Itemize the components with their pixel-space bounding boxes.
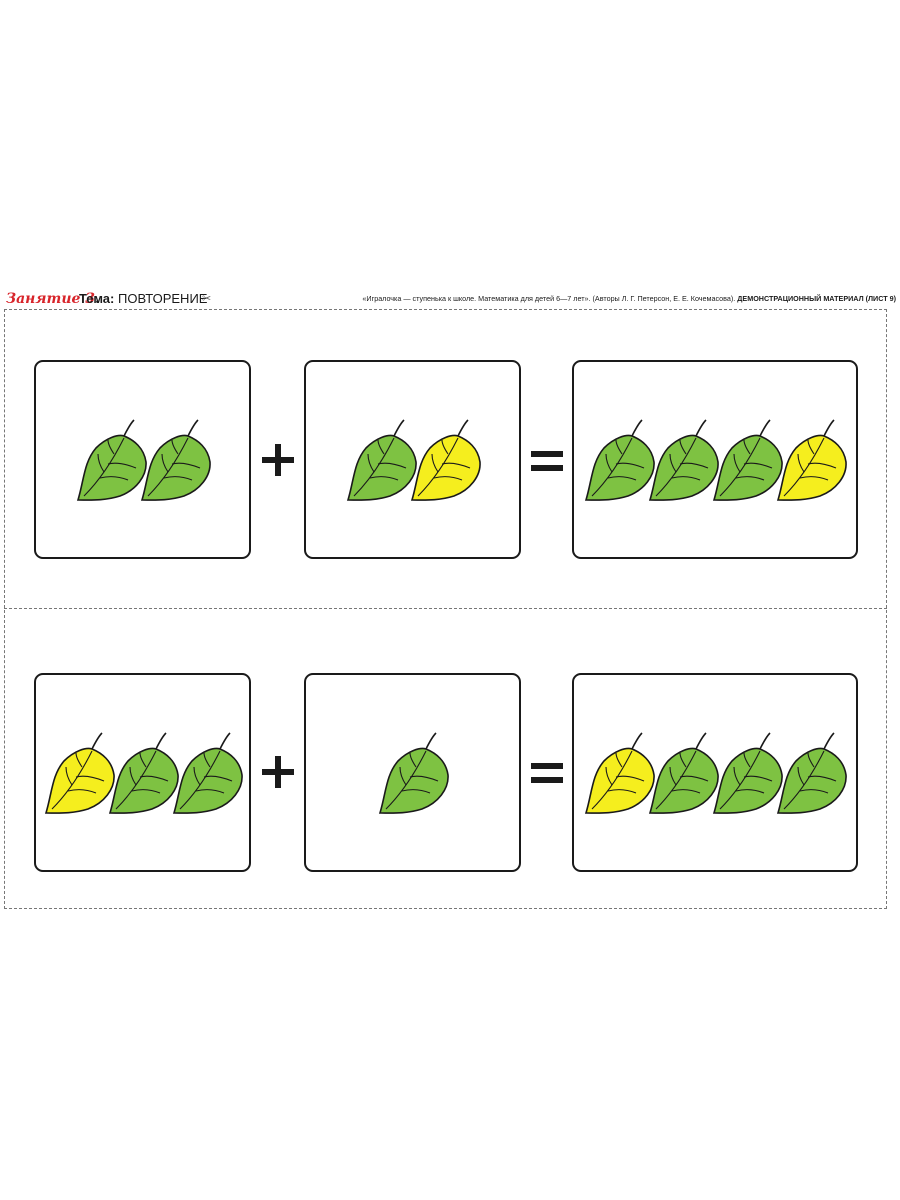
equals-sign-row1: [531, 451, 563, 471]
green-leaf-icon: [774, 731, 848, 817]
scissors-icon: ✂: [202, 293, 212, 305]
plus-sign-row1: [262, 444, 294, 476]
page-header: Занятие 3. Тема: ПОВТОРЕНИЕ ✂ «Игралочка…: [6, 290, 896, 308]
green-leaf-icon: [74, 418, 148, 504]
source-bold: ДЕМОНСТРАЦИОННЫЙ МАТЕРИАЛ (ЛИСТ 9): [737, 294, 896, 303]
green-leaf-icon: [646, 418, 720, 504]
topic-prefix: Тема:: [79, 291, 115, 306]
green-leaf-icon: [582, 418, 656, 504]
topic-value: ПОВТОРЕНИЕ: [117, 291, 208, 306]
green-leaf-icon: [106, 731, 180, 817]
cut-line-divider: [4, 608, 887, 609]
yellow-leaf-icon: [582, 731, 656, 817]
green-leaf-icon: [344, 418, 418, 504]
card-row2-right: [304, 673, 521, 872]
yellow-leaf-icon: [408, 418, 482, 504]
green-leaf-icon: [710, 731, 784, 817]
green-leaf-icon: [646, 731, 720, 817]
green-leaf-icon: [138, 418, 212, 504]
yellow-leaf-icon: [42, 731, 116, 817]
yellow-leaf-icon: [774, 418, 848, 504]
source-line: «Игралочка — ступенька к школе. Математи…: [362, 292, 896, 306]
source-text: «Игралочка — ступенька к школе. Математи…: [362, 294, 736, 303]
topic-title: Тема: ПОВТОРЕНИЕ: [79, 290, 207, 308]
plus-sign-row2: [262, 756, 294, 788]
cut-sheet-border: [4, 309, 887, 909]
lesson-label: Занятие 3.: [6, 291, 100, 307]
green-leaf-icon: [376, 731, 450, 817]
equals-sign-row2: [531, 763, 563, 783]
green-leaf-icon: [170, 731, 244, 817]
green-leaf-icon: [710, 418, 784, 504]
